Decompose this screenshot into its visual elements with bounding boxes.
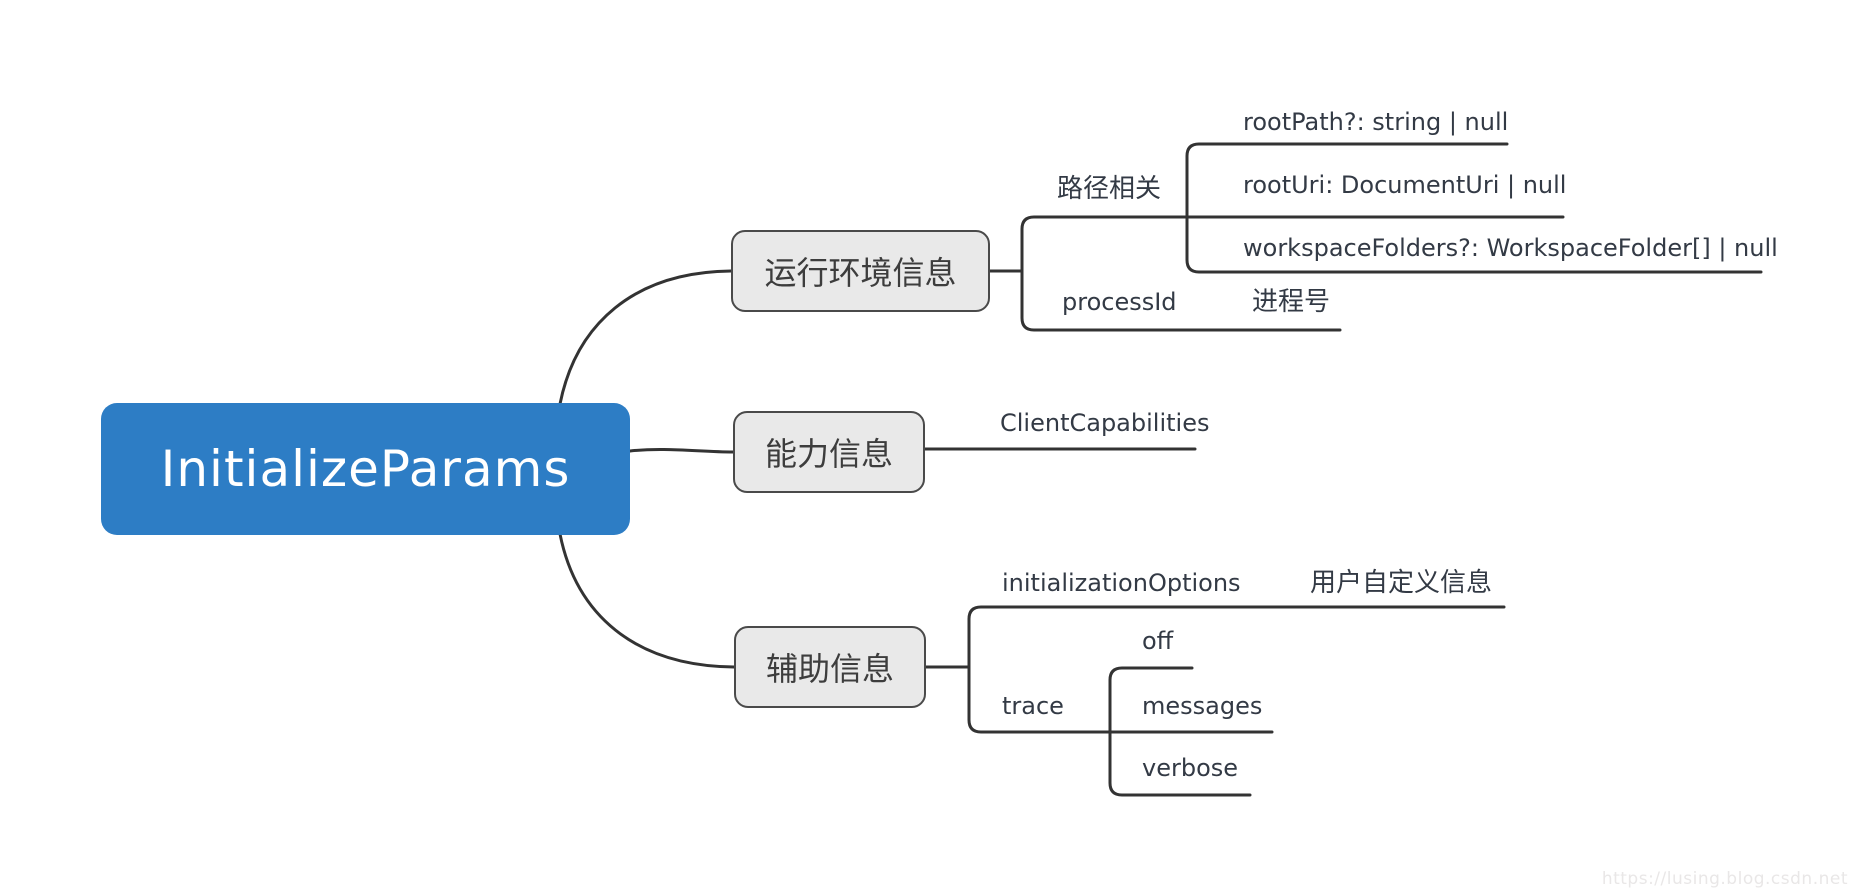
branch-env-label: 运行环境信息 bbox=[764, 254, 957, 292]
node-trace-off[interactable]: off bbox=[1142, 627, 1174, 655]
branch-aux-label: 辅助信息 bbox=[765, 650, 894, 688]
root-topic-label: InitializeParams bbox=[160, 440, 571, 498]
root-topic-initializeparams[interactable]: InitializeParams bbox=[101, 403, 630, 535]
bracket-env-children bbox=[1020, 215, 1565, 332]
branch-topic-auxiliary[interactable]: 辅助信息 bbox=[734, 626, 926, 708]
curve-root-to-cap bbox=[628, 447, 735, 454]
node-process-id[interactable]: processId bbox=[1062, 288, 1177, 316]
bracket-aux-children bbox=[967, 605, 1506, 734]
node-root-path[interactable]: rootPath?: string | null bbox=[1243, 108, 1509, 136]
branch-topic-runtime-env[interactable]: 运行环境信息 bbox=[731, 230, 990, 312]
branch-cap-label: 能力信息 bbox=[764, 435, 893, 473]
node-workspace-folders[interactable]: workspaceFolders?: WorkspaceFolder[] | n… bbox=[1243, 234, 1778, 262]
node-trace-messages[interactable]: messages bbox=[1142, 692, 1263, 720]
node-trace-verbose[interactable]: verbose bbox=[1142, 754, 1239, 782]
node-root-uri[interactable]: rootUri: DocumentUri | null bbox=[1243, 171, 1567, 199]
curve-root-to-env bbox=[558, 269, 733, 406]
bracket-path-children bbox=[1185, 142, 1763, 274]
node-initialization-options-note[interactable]: 用户自定义信息 bbox=[1310, 568, 1493, 598]
csdn-watermark: https://lusing.blog.csdn.net bbox=[1601, 869, 1848, 889]
bracket-trace-children bbox=[1108, 666, 1252, 797]
node-initialization-options[interactable]: initializationOptions bbox=[1002, 569, 1241, 597]
curve-root-to-aux bbox=[558, 532, 736, 669]
node-path-group[interactable]: 路径相关 bbox=[1057, 174, 1162, 204]
branch-topic-capability[interactable]: 能力信息 bbox=[733, 411, 925, 493]
node-trace[interactable]: trace bbox=[1002, 692, 1064, 720]
node-process-id-note[interactable]: 进程号 bbox=[1252, 287, 1331, 317]
node-client-capabilities[interactable]: ClientCapabilities bbox=[1000, 409, 1210, 437]
